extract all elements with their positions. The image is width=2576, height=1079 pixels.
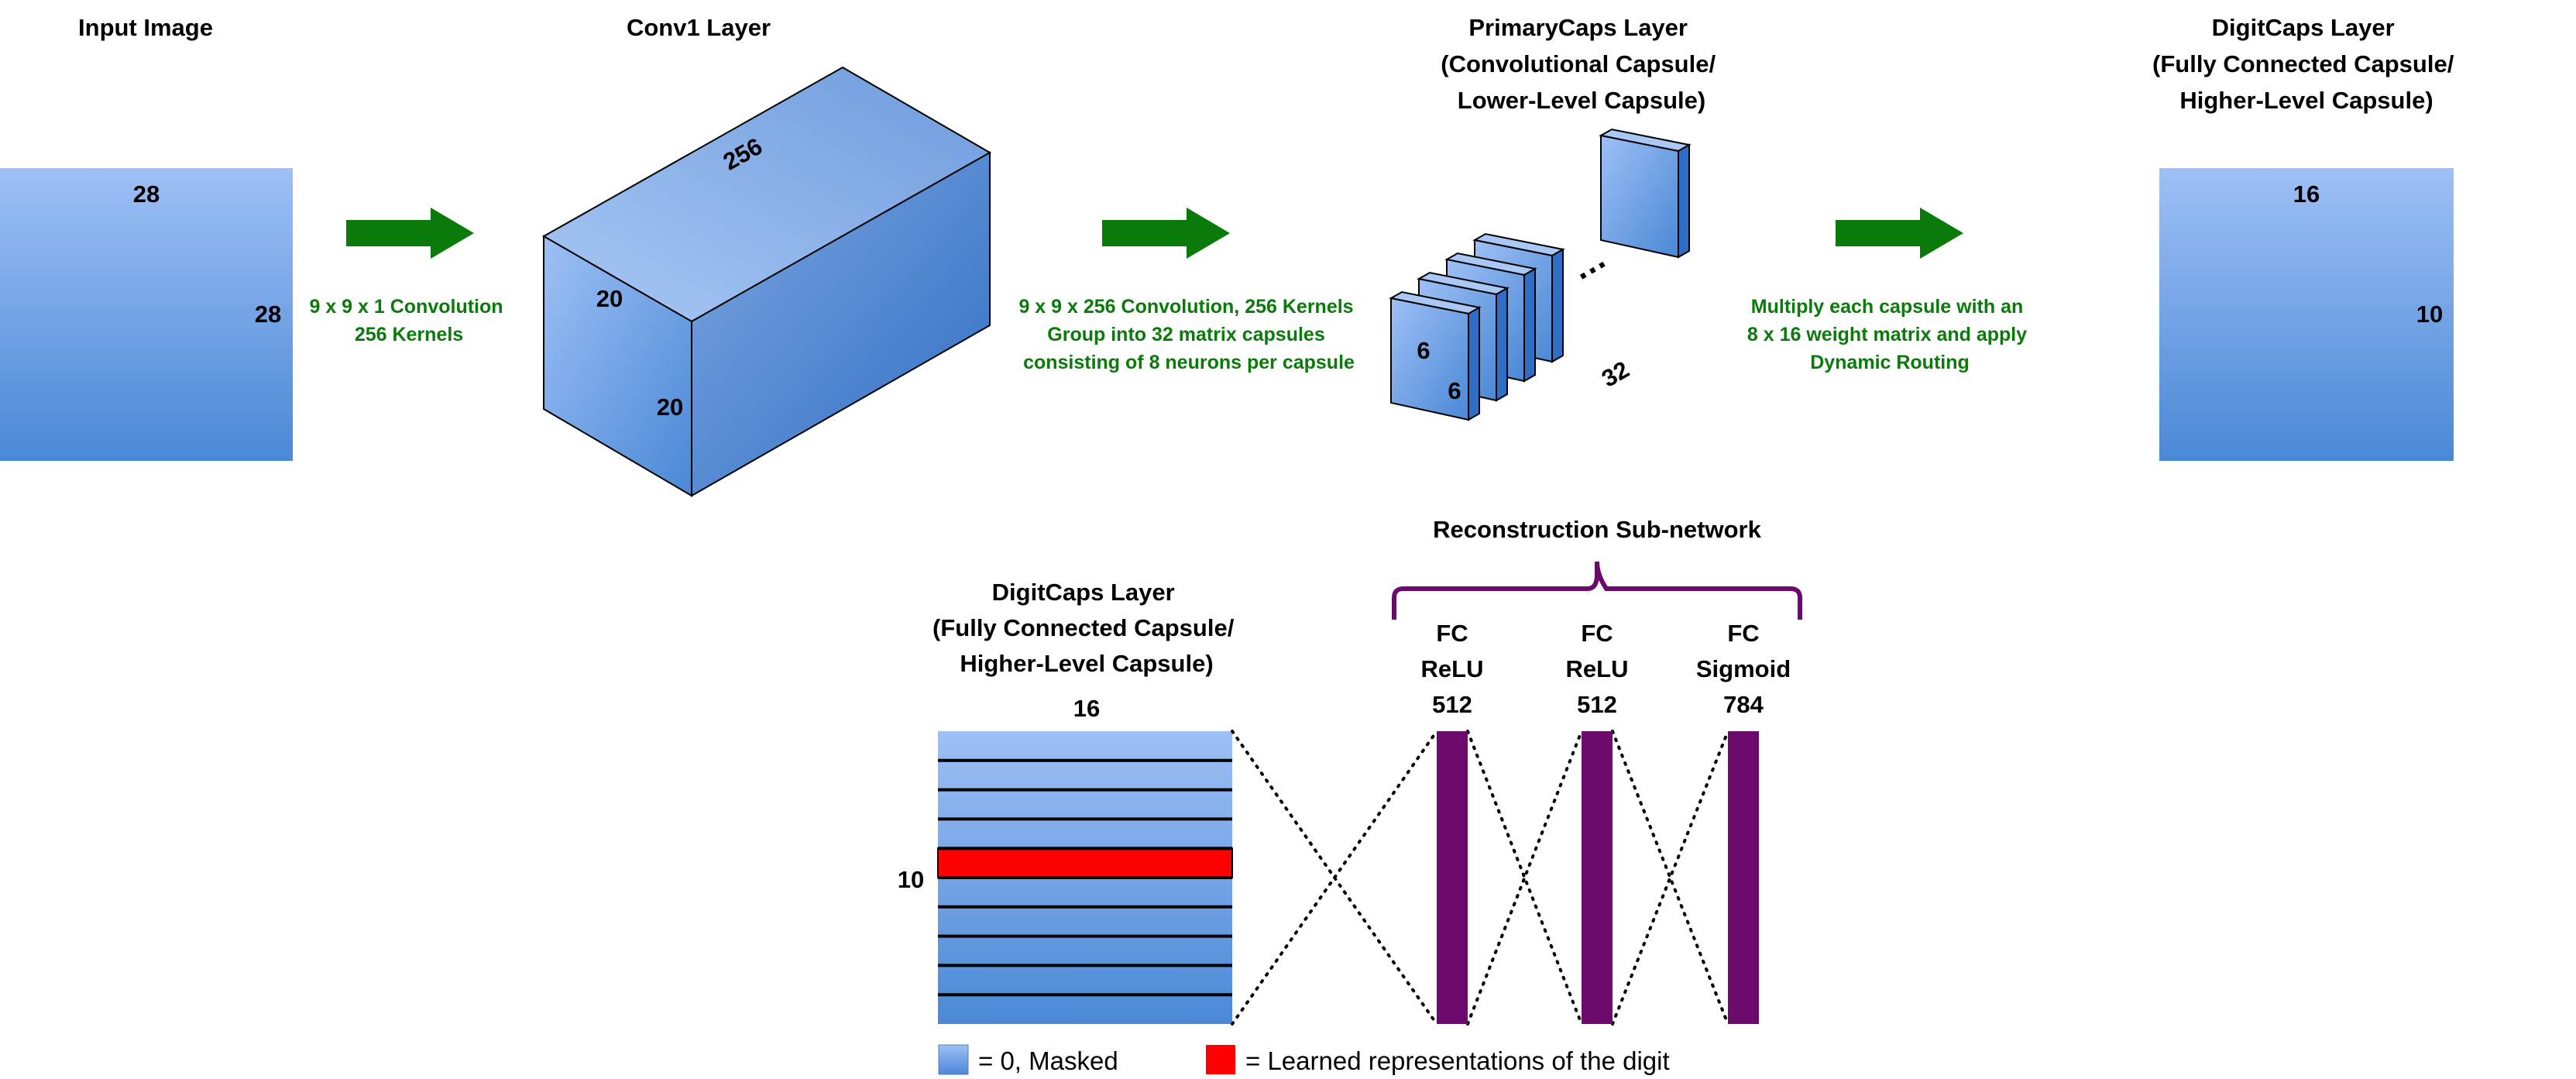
- input-image-box: [0, 168, 293, 461]
- conv1-cuboid: [541, 66, 992, 497]
- fc-connection-line: [1611, 730, 1729, 1026]
- primarycaps-ellipsis: …: [1564, 238, 1613, 287]
- arrow-1-caption: 9 x 9 x 1 Convolution 256 Kernels: [309, 296, 508, 345]
- fc-connection-line: [1466, 730, 1583, 1026]
- legend-masked-swatch: [938, 1044, 969, 1075]
- primarycaps-width-label: 6: [1417, 337, 1430, 364]
- fc-layer-bar-2: [1582, 731, 1613, 1024]
- fc-layers: FC ReLU 512 FC ReLU 512 FC Sigmoid 784: [1421, 620, 1791, 1024]
- digitcaps-top-height-label: 10: [2416, 301, 2443, 328]
- reconstruction-title: Reconstruction Sub-network: [1433, 516, 1761, 543]
- arrow-1: [346, 208, 474, 259]
- primarycaps-height-label: 6: [1448, 377, 1461, 404]
- arrow-3-caption: Multiply each capsule with an 8 x 16 wei…: [1747, 296, 2032, 373]
- fc-layer-1-label-3: 512: [1432, 691, 1472, 718]
- reconstruction-brace: [1392, 561, 1802, 620]
- digitcaps-top-box: [2159, 168, 2454, 461]
- fc-layer-3-label-1: FC: [1727, 620, 1759, 647]
- primarycaps-capsule-1: [1389, 290, 1482, 421]
- conv1-side-label: 20: [596, 285, 623, 312]
- fc-layer-bar-1: [1437, 731, 1468, 1024]
- primarycaps-title: PrimaryCaps Layer (Convolutional Capsule…: [1441, 14, 1722, 114]
- digitcaps-bottom-title: DigitCaps Layer (Fully Connected Capsule…: [933, 579, 1241, 677]
- legend-masked-label: = 0, Masked: [978, 1046, 1118, 1075]
- legend-learned-swatch: [1206, 1045, 1235, 1074]
- fc-layer-3-label-3: 784: [1723, 691, 1764, 718]
- input-image-title: Input Image: [78, 14, 213, 41]
- arrow-3: [1836, 208, 1963, 259]
- fc-layer-1-label-1: FC: [1436, 620, 1468, 647]
- fc-layer-2-label-2: ReLU: [1566, 655, 1629, 682]
- digitcaps-bottom-height-label: 10: [898, 866, 924, 893]
- conv1-title: Conv1 Layer: [627, 14, 771, 41]
- primarycaps-count-label: 32: [1597, 356, 1633, 393]
- fc-layer-3-label-2: Sigmoid: [1696, 655, 1791, 682]
- fc-layer-2-label-3: 512: [1577, 691, 1617, 718]
- fc-connection-line: [1231, 730, 1438, 1026]
- conv1-front-face: [543, 235, 692, 497]
- primarycaps-capsule-far: [1599, 128, 1692, 259]
- input-image-width-label: 28: [133, 180, 160, 208]
- conv1-front-label: 20: [657, 393, 683, 421]
- digitcaps-top-width-label: 16: [2293, 180, 2320, 208]
- arrow-2: [1102, 208, 1230, 259]
- fc-connection-line: [1466, 730, 1583, 1026]
- fc-layer-2-label-1: FC: [1581, 620, 1613, 647]
- digitcaps-bottom-width-label: 16: [1073, 695, 1100, 722]
- input-image-height-label: 28: [255, 301, 281, 328]
- digitcaps-bottom-matrix: [937, 731, 1233, 1024]
- digitcaps-row-learned: [937, 847, 1233, 878]
- fc-layer-bar-3: [1728, 731, 1759, 1024]
- primarycaps-capsule-stack: [1389, 128, 1692, 421]
- fc-connections: [1231, 730, 1729, 1026]
- fc-layer-1-label-2: ReLU: [1421, 655, 1484, 682]
- legend-learned-label: = Learned representations of the digit: [1245, 1046, 1670, 1075]
- arrow-2-caption: 9 x 9 x 256 Convolution, 256 Kernels Gro…: [1018, 296, 1358, 373]
- digitcaps-top-title: DigitCaps Layer (Fully Connected Capsule…: [2152, 14, 2461, 114]
- fc-connection-line: [1611, 730, 1729, 1026]
